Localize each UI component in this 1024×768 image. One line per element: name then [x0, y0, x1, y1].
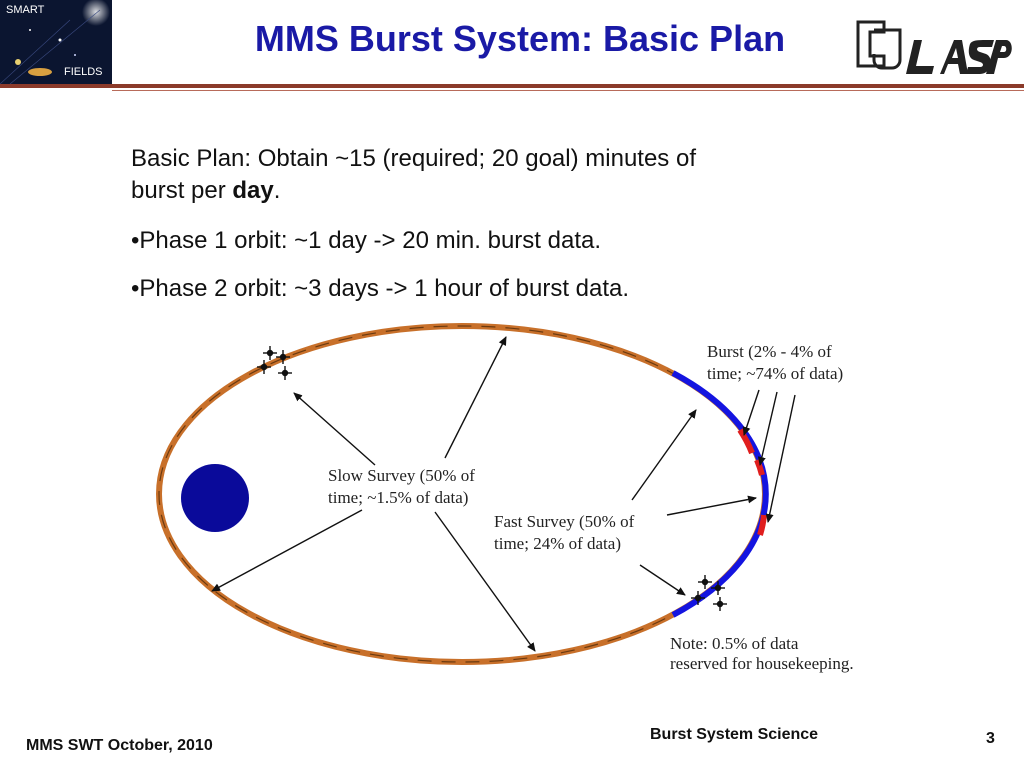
basic-plan-day: day	[232, 177, 274, 204]
fast-arrow-up	[631, 409, 697, 501]
label-slow-line2: time; ~1.5% of data)	[328, 488, 468, 507]
orbit-diagram: Burst (2% - 4% of time; ~74% of data) Sl…	[140, 315, 900, 690]
body-text: Basic Plan: Obtain ~15 (required; 20 goa…	[131, 143, 831, 305]
footer-date: MMS SWT October, 2010	[26, 737, 213, 754]
basic-plan-period: .	[273, 177, 281, 204]
slow-arrow-bottom	[434, 511, 536, 652]
basic-plan-line2: burst per	[131, 177, 233, 204]
label-fast-line1: Fast Survey (50% of	[494, 512, 635, 531]
burst-arrow-1	[742, 389, 760, 436]
label-note-line1: Note: 0.5% of data	[670, 634, 799, 653]
bullet-phase-1: •Phase 1 orbit: ~1 day -> 20 min. burst …	[131, 227, 602, 254]
slow-arrow-top-left	[293, 392, 376, 466]
page-number: 3	[986, 730, 995, 747]
burst-segment-2	[754, 458, 765, 476]
fast-arrow-right	[666, 495, 757, 516]
burst-segment-3	[757, 514, 767, 536]
bullet-phase-2: •Phase 2 orbit: ~3 days -> 1 hour of bur…	[131, 275, 630, 302]
label-slow-line1: Slow Survey (50% of	[328, 466, 475, 485]
earth-circle	[181, 464, 249, 532]
burst-arrow-3	[765, 394, 796, 523]
label-burst-line2: time; ~74% of data)	[707, 364, 843, 383]
basic-plan-line1: Basic Plan: Obtain ~15 (required; 20 goa…	[131, 145, 696, 172]
spacecraft-markers-bottom	[691, 575, 727, 611]
fast-arrow-down	[639, 564, 686, 596]
label-note-line2: reserved for housekeeping.	[670, 654, 854, 673]
label-burst-line1: Burst (2% - 4% of	[707, 342, 832, 361]
spacecraft-markers-top	[257, 346, 292, 380]
logo-smart-text: SMART	[6, 4, 45, 16]
label-fast-line2: time; 24% of data)	[494, 534, 621, 553]
slide-title: MMS Burst System: Basic Plan	[254, 18, 786, 59]
footer-subject: Burst System Science	[650, 726, 819, 743]
burst-arrow-2	[757, 391, 778, 466]
smart-fields-logo: SMART FIELDS	[0, 0, 112, 84]
cu-lasp-logo	[852, 14, 1012, 78]
logo-fields-text: FIELDS	[64, 66, 103, 78]
title-divider-thin	[112, 90, 1024, 91]
basic-plan-paragraph: Basic Plan: Obtain ~15 (required; 20 goa…	[131, 143, 831, 207]
title-divider	[0, 84, 1024, 88]
slow-arrow-left	[211, 509, 363, 592]
slow-arrow-top	[444, 336, 507, 459]
burst-segment-1	[737, 428, 755, 455]
